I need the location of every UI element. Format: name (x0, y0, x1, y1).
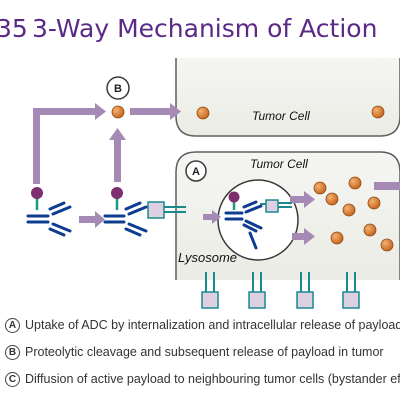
legend-badge-c: C (5, 372, 20, 387)
payload-molecule (380, 238, 394, 252)
legend-badge-a: A (5, 318, 20, 333)
payload-molecule (342, 203, 356, 217)
arrow-payload-out-2 (292, 228, 315, 245)
marker-b (106, 76, 130, 100)
payload-molecule (313, 181, 327, 195)
payload-molecule (330, 231, 344, 245)
payload-molecule (371, 105, 385, 119)
arrow-adc-transition (79, 211, 105, 228)
legend-item-c: C Diffusion of active payload to neighbo… (0, 371, 400, 391)
legend-text-b: Proteolytic cleavage and subsequent rele… (25, 345, 384, 359)
legend-item-b: B Proteolytic cleavage and subsequent re… (0, 344, 400, 364)
lysosome-label: Lysosome (178, 250, 237, 265)
payload-molecule (325, 192, 339, 206)
arrow-internalization (203, 210, 221, 224)
payload-molecule (196, 106, 210, 120)
antibody-adc-left (26, 187, 72, 237)
membrane-receptor (201, 272, 219, 309)
tumor-cell-top (175, 58, 400, 137)
membrane-receptor (296, 272, 314, 309)
tumor-cell-top-label: Tumor Cell (252, 109, 310, 123)
legend-badge-b: B (5, 345, 20, 360)
legend-item-a: A Uptake of ADC by internalization and i… (0, 317, 400, 337)
marker-a (185, 160, 207, 182)
payload-molecule (363, 223, 377, 237)
receptor-bound-outside (147, 201, 186, 219)
arrow-payload-out-1 (290, 191, 315, 208)
membrane-receptor (248, 272, 266, 309)
title-text: 3-Way Mechanism of Action (32, 14, 378, 43)
antibody-in-lysosome (224, 191, 292, 250)
marker-a-letter: A (192, 166, 200, 178)
arrow-to-top-cell (130, 103, 181, 120)
arrow-release-up (33, 103, 106, 184)
payload-molecule (348, 176, 362, 190)
marker-b-letter: B (114, 83, 122, 95)
membrane-receptor (342, 272, 360, 309)
arrow-cleavage-up (109, 128, 126, 182)
arrow-bystander (374, 182, 400, 190)
slide-number: 35 (0, 14, 28, 43)
tumor-cell-main-label: Tumor Cell (250, 157, 308, 171)
payload-molecule (367, 196, 381, 210)
antibody-adc-middle (103, 187, 148, 237)
payload-molecule (111, 105, 125, 119)
legend-text-c: Diffusion of active payload to neighbour… (25, 372, 400, 386)
legend-text-a: Uptake of ADC by internalization and int… (25, 318, 400, 332)
